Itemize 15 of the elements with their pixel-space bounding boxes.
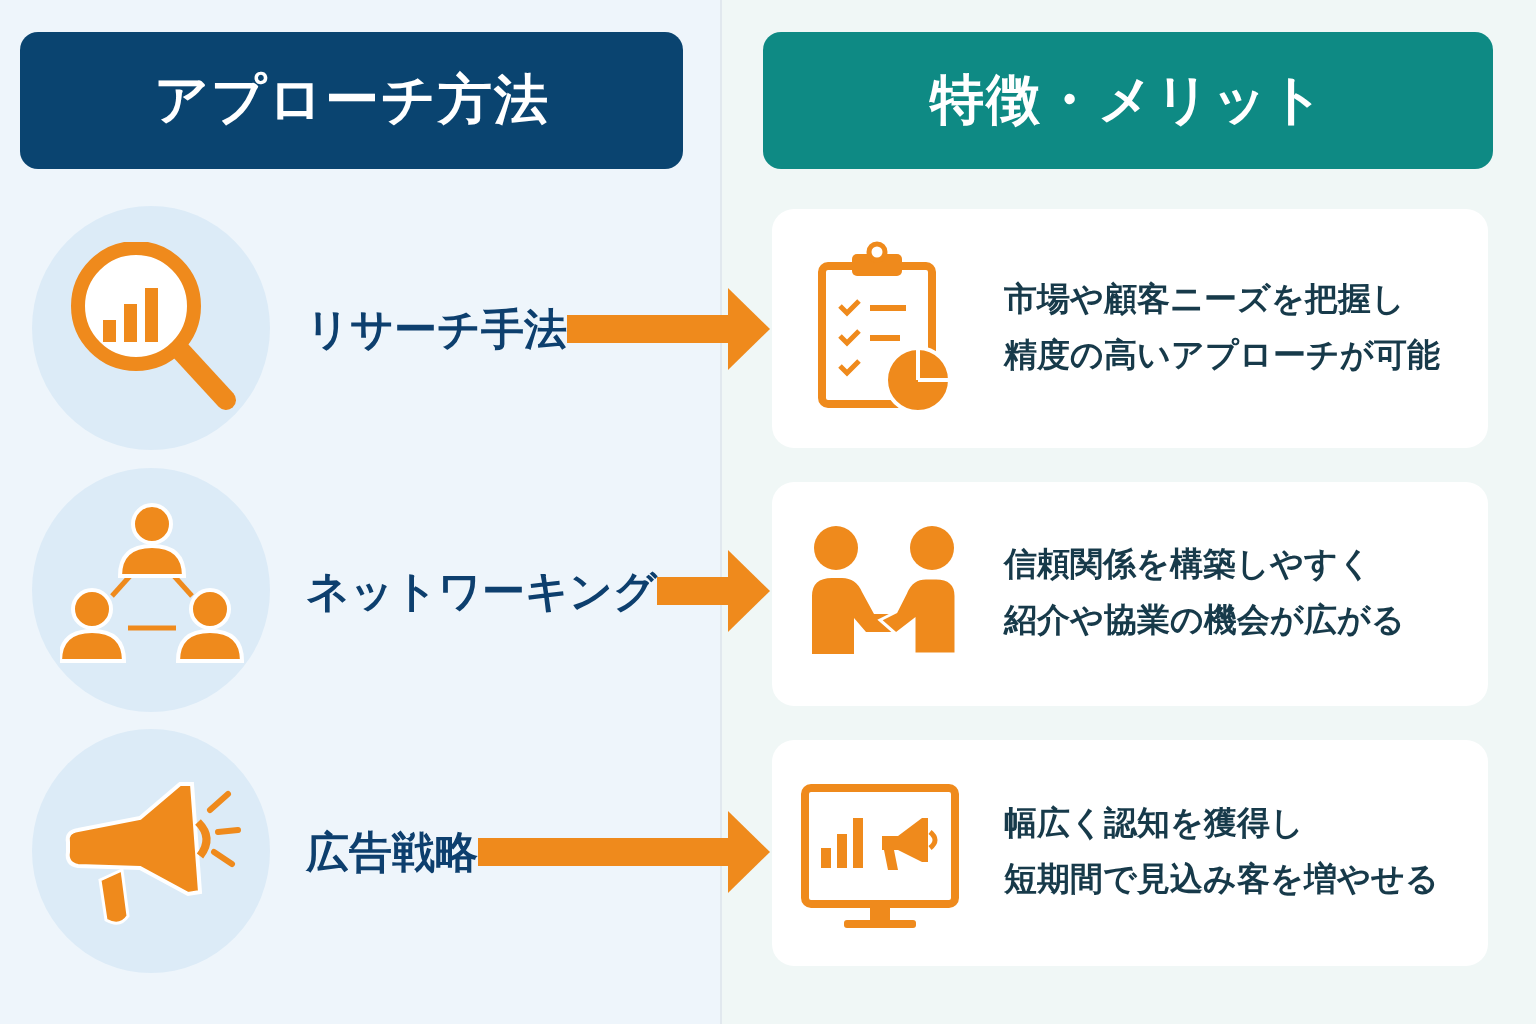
method-label: リサーチ手法 [306,299,567,359]
benefit-text: 市場や顧客ニーズを把握し [1004,277,1405,320]
benefit-text: 信頼関係を構築しやすく [1004,543,1372,585]
benefit-text: 紹介や協業の機会が広がる [1004,599,1405,641]
benefit-text: 幅広く認知を獲得し [1004,802,1304,844]
arrow [567,288,770,370]
method-label: ネットワーキング [306,561,657,621]
method-label: 広告戦略 [306,822,478,882]
header-banner: アプローチ方法 [20,32,683,169]
arrow [657,550,770,632]
header-banner: 特徴・メリット [763,32,1493,169]
arrow [478,811,770,893]
benefit-text: 短期間で見込み客を増やせる [1004,858,1439,900]
benefit-text: 精度の高いアプローチが可能 [1004,333,1440,376]
benefit-card [772,482,1488,706]
